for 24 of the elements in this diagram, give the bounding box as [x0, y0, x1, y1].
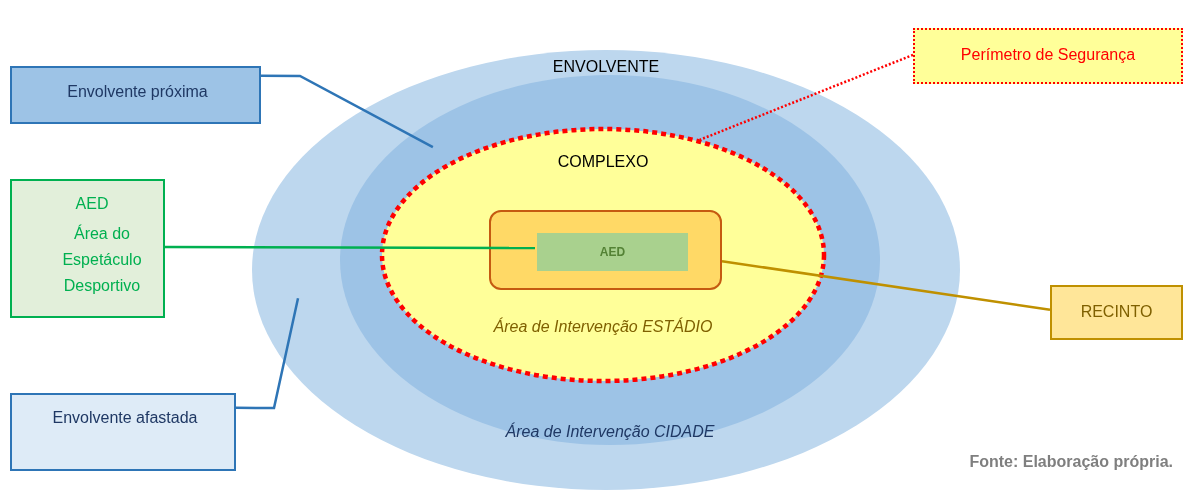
label-text: COMPLEXO: [556, 153, 650, 171]
label-text: AED: [598, 245, 627, 259]
label-text: Área de Intervenção CIDADE: [504, 423, 716, 441]
label-box: [913, 28, 1183, 84]
label-text: Envolvente próxima: [66, 83, 209, 101]
label-text: ENVOLVENTE: [551, 58, 661, 76]
leader-line: [699, 53, 914, 141]
label-box: [10, 66, 261, 124]
label-text: Perímetro de Segurança: [959, 46, 1137, 64]
rounded-box: [489, 210, 722, 290]
leader-line: [165, 245, 535, 250]
leader-line: [236, 297, 300, 410]
source-note: Fonte: Elaboração própria.: [969, 453, 1173, 471]
label-box: [10, 393, 236, 471]
label-box: [10, 179, 165, 318]
leader-line: [261, 74, 434, 149]
label-box: [1050, 285, 1183, 340]
leader-line: [721, 259, 1051, 311]
label-text: Envolvente afastada: [51, 409, 199, 427]
label-text: AED: [74, 195, 110, 213]
label-text: Área de Intervenção ESTÁDIO: [492, 318, 714, 336]
label-text: RECINTO: [1079, 303, 1154, 321]
label-text: Área do Espetáculo Desportivo: [61, 223, 143, 296]
process-box: [537, 233, 688, 271]
